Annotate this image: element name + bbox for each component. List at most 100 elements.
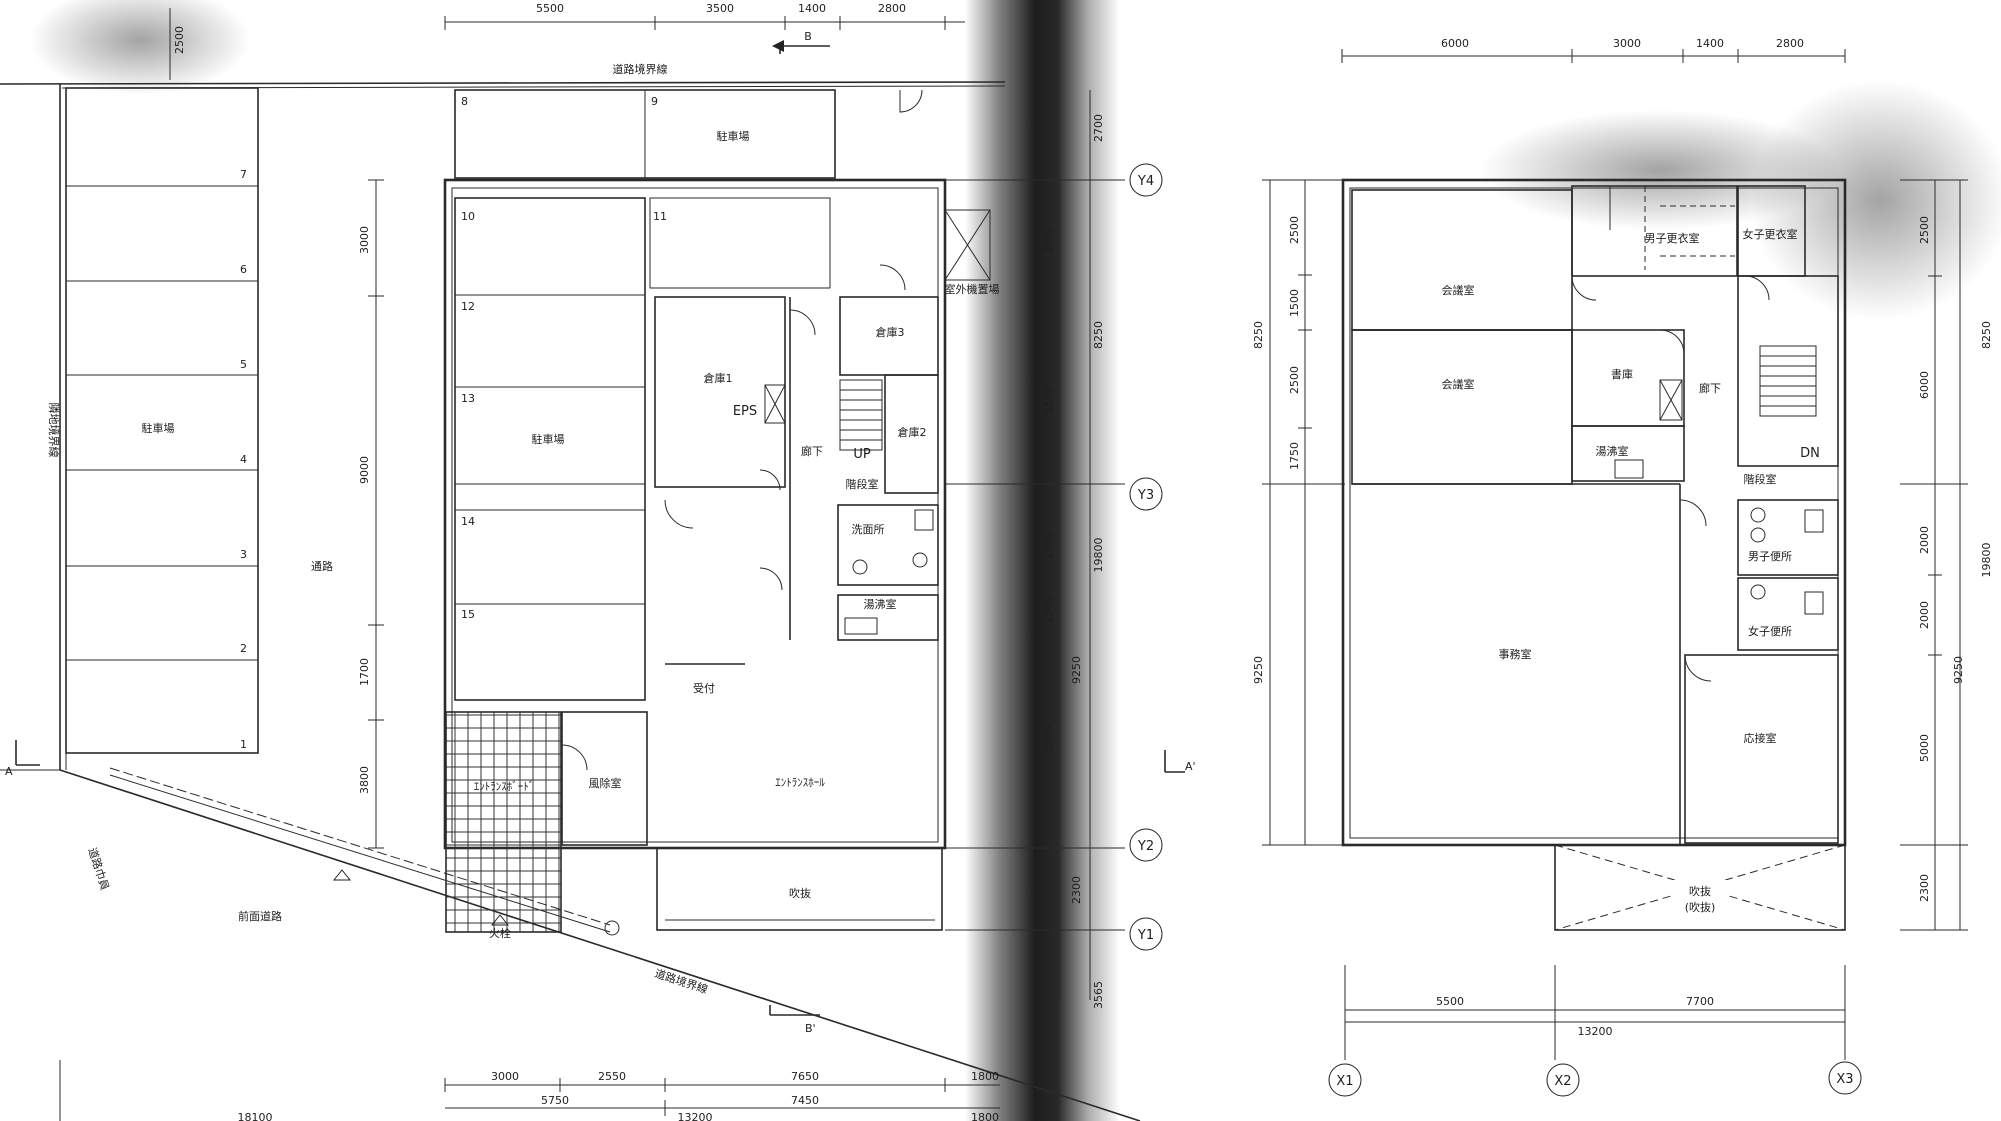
left-bdim-4: 5750	[541, 1094, 569, 1107]
archive-label: 書庫	[1611, 367, 1633, 381]
meeting1-label: 会議室	[1442, 283, 1475, 297]
left-bdim-total: 13200	[678, 1111, 713, 1121]
axis-dim-outer-6: 3565	[1092, 981, 1105, 1009]
center-grid-axis: Y4 Y3 Y2 Y1 2700 8250 19800 9250 2300 35…	[945, 90, 1163, 1009]
slot-5: 5	[240, 358, 247, 371]
entrance-walkway	[445, 711, 562, 933]
left-bdim-right-2: 1800	[971, 1111, 999, 1121]
slot-3: 3	[240, 548, 247, 561]
washroom-label: 洗面所	[852, 523, 885, 536]
slot-4: 4	[240, 453, 247, 466]
slot-11: 11	[653, 210, 667, 223]
right-top-dim-2: 3000	[1613, 37, 1641, 50]
right-top-dim-1: 6000	[1441, 37, 1469, 50]
left-bdim-5: 7450	[791, 1094, 819, 1107]
right-bdim-2: 7700	[1686, 995, 1714, 1008]
right-rvdim-outer-2: 19800	[1980, 543, 1993, 578]
entrance-board-label: ｴﾝﾄﾗﾝｽﾎﾞｰﾄﾞ	[474, 780, 535, 793]
storage1-label: 倉庫1	[704, 371, 733, 385]
reception-label: 受付	[693, 682, 715, 695]
storage2-label: 倉庫2	[898, 425, 927, 439]
right-bottom-dimensions: 5500 7700 13200 X1 X2 X3	[1328, 965, 1862, 1097]
right-lvdim-2: 1500	[1288, 289, 1301, 317]
outdoor-unit-label: 室外機置場	[945, 282, 1000, 296]
right-left-vertical-dimensions: 2500 1500 2500 1750 8250 9250	[1252, 179, 1345, 846]
road-boundary-top-label: 道路境界線	[613, 62, 668, 76]
axis-dim-inner-5: 3300	[1042, 726, 1055, 754]
scan-smudges	[30, 0, 2001, 320]
center-parking: 10 11 12 13 14 15 駐車場	[454, 197, 831, 701]
grid-x3: X3	[1836, 1072, 1853, 1087]
right-lvdim-3: 2500	[1288, 366, 1301, 394]
slot-13: 13	[461, 392, 475, 405]
eps-label: EPS	[733, 404, 757, 419]
axis-dim-inner-1: 3000	[1042, 226, 1055, 254]
slot-8: 8	[461, 95, 468, 108]
dn-label: DN	[1800, 446, 1820, 461]
fire-hydrant-label: 火栓	[489, 926, 511, 940]
left-vdim-4: 3800	[358, 766, 371, 794]
office-label: 事務室	[1499, 647, 1532, 661]
axis-dim-outer-1: 2700	[1092, 114, 1105, 142]
left-bdim-partial: 18100	[238, 1111, 273, 1121]
left-top-left-dim: 2500	[173, 26, 186, 54]
left-bdim-2: 2550	[598, 1070, 626, 1083]
front-road: 前面道路 道路巾員 道路境界線 火栓	[85, 767, 710, 996]
right-lvdim-6: 9250	[1252, 656, 1265, 684]
right-top-dimensions: 6000 3000 1400 2800	[1341, 37, 1846, 63]
left-parking-stalls: 7 6 5 4 3 2 1 駐車場 通路	[65, 87, 333, 754]
section-b-marker-top: B	[772, 30, 830, 54]
neighbor-boundary-label: 隣地境界線	[47, 403, 61, 458]
right-bdim-total: 13200	[1578, 1025, 1613, 1038]
right-top-dim-4: 2800	[1776, 37, 1804, 50]
right-top-dim-3: 1400	[1696, 37, 1724, 50]
left-vdim-1: 3000	[358, 226, 371, 254]
left-floor-plan: 5500 3500 1400 2800 2500 B 道路境界線 隣地境界線	[0, 2, 1196, 1121]
void-right-note: (吹抜)	[1685, 900, 1716, 914]
right-floor-plan: 6000 3000 1400 2800 2500 1500 2500 1750 …	[1252, 37, 1993, 1097]
kitchenette-label: 湯沸室	[864, 597, 897, 611]
axis-dim-inner-2: 5500	[1042, 386, 1055, 414]
axis-dim-inner-3: 2000	[1042, 531, 1055, 559]
section-a-prime-label: A'	[1185, 760, 1196, 773]
section-a-label: A	[5, 765, 13, 778]
left-bottom-dimensions: 3000 2550 7650 5750 7450 13200 18100 180…	[59, 1060, 1000, 1121]
womens-toilet-label: 女子便所	[1748, 624, 1792, 638]
corridor-right-label: 廊下	[1699, 381, 1721, 395]
kitchenette-right-label: 湯沸室	[1596, 444, 1629, 458]
grid-y1: Y1	[1137, 928, 1154, 943]
road-boundary-bottom-label: 道路境界線	[653, 966, 710, 996]
left-bdim-1: 3000	[491, 1070, 519, 1083]
right-rvdim-4: 2000	[1918, 601, 1931, 629]
axis-dim-outer-3: 19800	[1092, 538, 1105, 573]
front-road-label: 前面道路	[238, 909, 282, 923]
parking-left-label: 駐車場	[142, 421, 175, 435]
slot-6: 6	[240, 263, 247, 276]
slot-15: 15	[461, 608, 475, 621]
corridor-label: 廊下	[801, 444, 823, 458]
right-lvdim-4: 1750	[1288, 442, 1301, 470]
storage3-label: 倉庫3	[876, 325, 905, 339]
right-rvdim-6: 2300	[1918, 874, 1931, 902]
right-bdim-1: 5500	[1436, 995, 1464, 1008]
grid-y3: Y3	[1137, 488, 1154, 503]
road-width-label: 道路巾員	[85, 846, 112, 892]
slot-10: 10	[461, 210, 475, 223]
windbreak-label: 風除室	[589, 776, 622, 790]
right-rvdim-3: 2000	[1918, 526, 1931, 554]
womens-locker-label: 女子更衣室	[1743, 227, 1798, 241]
right-rvdim-5: 5000	[1918, 734, 1931, 762]
left-vertical-dimensions: 3000 9000 1700 3800	[358, 179, 384, 849]
left-top-dim-1: 5500	[536, 2, 564, 15]
grid-x1: X1	[1336, 1074, 1353, 1089]
left-bdim-right-1: 1800	[971, 1070, 999, 1083]
axis-dim-inner-4: 1500	[1042, 596, 1055, 624]
grid-x2: X2	[1554, 1074, 1571, 1089]
mens-locker-label: 男子更衣室	[1645, 231, 1700, 245]
parking-center-label: 駐車場	[532, 432, 565, 446]
slot-2: 2	[240, 642, 247, 655]
meeting2-label: 会議室	[1442, 377, 1475, 391]
slot-7: 7	[240, 168, 247, 181]
right-rvdim-2: 6000	[1918, 371, 1931, 399]
